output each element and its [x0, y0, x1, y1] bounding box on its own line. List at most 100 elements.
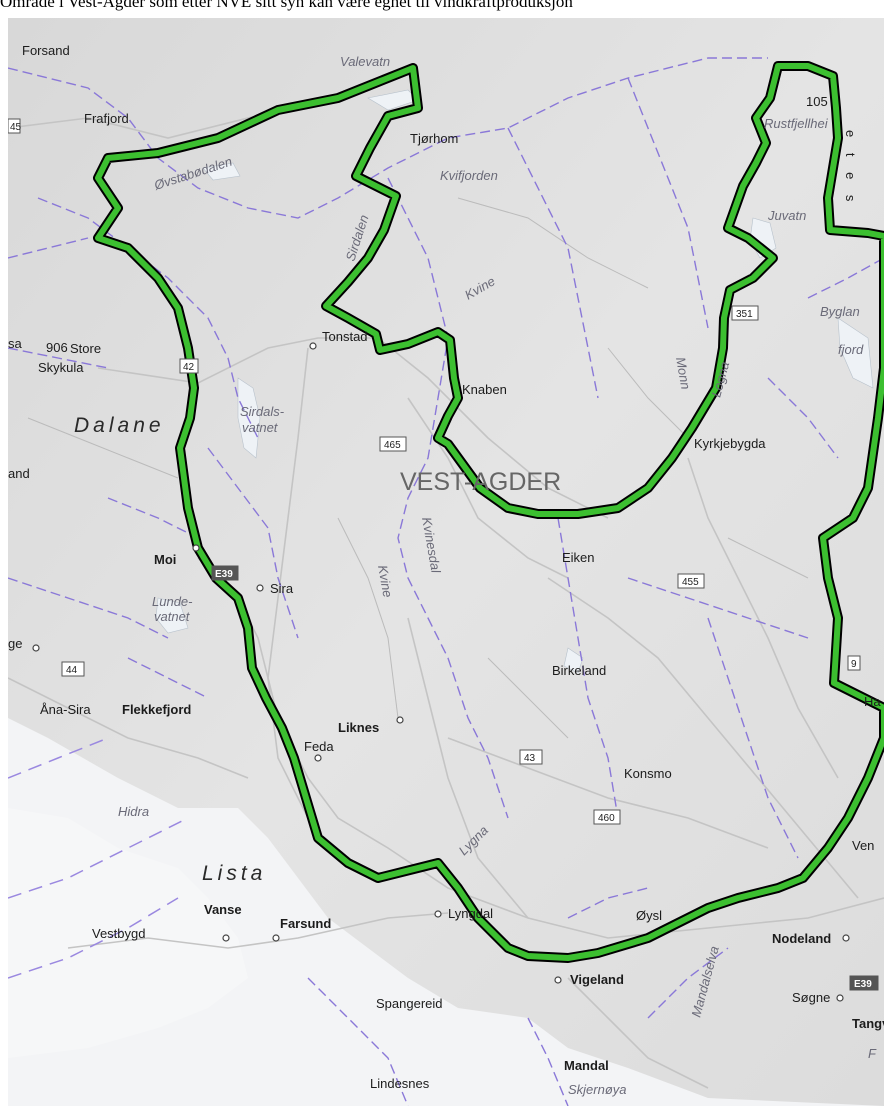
label-juvatn[interactable]: Juvatn [767, 208, 806, 223]
label-vigeland[interactable]: Vigeland [570, 972, 624, 987]
label-skykula[interactable]: Skykula [38, 360, 84, 375]
minor-roads [27, 197, 809, 739]
label-vest-agder[interactable]: VEST-AGDER [400, 468, 561, 496]
road-shield-455 [677, 573, 705, 589]
label-kyrkjebygda[interactable]: Kyrkjebygda [694, 436, 766, 451]
road-shield-e39-west [211, 565, 239, 581]
town-marker-sira[interactable] [256, 584, 264, 592]
road-shield-e39-east [849, 975, 879, 991]
label-and[interactable]: and [8, 466, 30, 481]
label-sirdalsvatnet-2[interactable]: vatnet [242, 420, 279, 435]
town-marker-egersund[interactable] [32, 644, 40, 652]
road-shield-44-label: 44 [66, 665, 78, 676]
town-marker-vigeland[interactable] [554, 976, 562, 984]
label-nodeland[interactable]: Nodeland [772, 931, 831, 946]
road-shield-42-label: 42 [183, 362, 195, 373]
label-tjorhom[interactable]: Tjørhom [410, 131, 458, 146]
town-marker-feda[interactable] [314, 754, 322, 762]
label-rustfjellhei[interactable]: Rustfjellhei [764, 116, 829, 131]
road-shield-42 [179, 358, 199, 374]
label-feda[interactable]: Feda [304, 739, 334, 754]
label-spangereid[interactable]: Spangereid [376, 996, 443, 1011]
road-shield-44 [61, 661, 85, 677]
road-shields: 45 42 465 455 44 43 460 351 9 E39 E39 [8, 118, 879, 991]
label-setesdal[interactable]: e t e s [843, 130, 858, 207]
label-mandal[interactable]: Mandal [564, 1058, 609, 1073]
town-markers [32, 342, 850, 1002]
label-birkeland[interactable]: Birkeland [552, 663, 606, 678]
label-lundevatnet-2[interactable]: vatnet [154, 609, 191, 624]
label-dalane[interactable]: Dalane [74, 414, 165, 437]
map-canvas[interactable]: 45 42 465 455 44 43 460 351 9 E39 E39 Fo… [8, 18, 884, 1106]
sea-area-west [8, 808, 248, 1058]
label-lundevatnet-1[interactable]: Lunde- [152, 594, 193, 609]
label-vestbygd[interactable]: Vestbygd [92, 926, 146, 941]
label-kvine-south[interactable]: Kvine [375, 564, 395, 599]
road-shield-351-label: 351 [736, 309, 753, 320]
label-kvifjorden[interactable]: Kvifjorden [440, 168, 498, 183]
road-shield-e39-west-label: E39 [215, 569, 233, 580]
road-shield-460-label: 460 [598, 813, 615, 824]
label-hidra[interactable]: Hidra [118, 804, 149, 819]
town-marker-liknes[interactable] [396, 716, 404, 724]
label-knaben[interactable]: Knaben [462, 382, 507, 397]
town-marker-sogne[interactable] [836, 994, 844, 1002]
town-marker-tonstad[interactable] [309, 342, 317, 350]
label-monn[interactable]: Monn [673, 356, 693, 391]
road-shield-43 [519, 749, 543, 765]
label-lyngdal[interactable]: Lyngdal [448, 906, 493, 921]
road-shield-45-label: 45 [10, 122, 22, 133]
town-marker-farsund[interactable] [272, 934, 280, 942]
label-lista[interactable]: Lista [202, 862, 266, 885]
label-vanse[interactable]: Vanse [204, 902, 242, 917]
label-oyslebo[interactable]: Øysl [636, 908, 662, 923]
label-flekkefjord[interactable]: Flekkefjord [122, 702, 191, 717]
label-lindesnes[interactable]: Lindesnes [370, 1076, 430, 1091]
label-valevatn[interactable]: Valevatn [340, 54, 390, 69]
town-marker-nodeland[interactable] [842, 934, 850, 942]
label-ha[interactable]: Ha [864, 694, 881, 709]
sea-boundaries [8, 737, 189, 979]
label-skjernoya[interactable]: Skjernøya [568, 1082, 627, 1097]
label-store[interactable]: Store [70, 341, 101, 356]
map-caption: Område i Vest-Agder som etter NVE sitt s… [0, 0, 573, 11]
label-moi[interactable]: Moi [154, 552, 176, 567]
road-shield-9 [847, 655, 861, 671]
admin-boundaries [8, 57, 884, 1106]
town-marker-vanse[interactable] [222, 934, 230, 942]
label-byglandsfjord-2[interactable]: fjord [838, 342, 864, 357]
road-shield-9-label: 9 [851, 659, 857, 670]
label-sa[interactable]: sa [8, 336, 23, 351]
label-peak-105[interactable]: 105 [806, 94, 828, 109]
label-frafjord[interactable]: Frafjord [84, 111, 129, 126]
road-shield-e39-east-label: E39 [854, 979, 872, 990]
road-shield-455-label: 455 [682, 577, 699, 588]
sea-area [8, 718, 884, 1106]
label-byglandsfjord-1[interactable]: Byglan [820, 304, 860, 319]
label-sogne[interactable]: Søgne [792, 990, 830, 1005]
label-sira[interactable]: Sira [270, 581, 294, 596]
label-farsund[interactable]: Farsund [280, 916, 331, 931]
label-eiken[interactable]: Eiken [562, 550, 595, 565]
label-ven[interactable]: Ven [852, 838, 874, 853]
label-peak-906[interactable]: 906 [46, 340, 68, 355]
place-labels: Forsand Valevatn Frafjord Tjørhom Øvstab… [8, 43, 884, 1097]
label-ana-sira[interactable]: Åna-Sira [40, 702, 91, 717]
label-sirdalsvatnet-1[interactable]: Sirdals- [240, 404, 285, 419]
road-shield-43-label: 43 [524, 753, 536, 764]
road-shield-45 [8, 118, 21, 134]
wind-area-boundary [95, 63, 884, 961]
label-liknes[interactable]: Liknes [338, 720, 379, 735]
label-forsand[interactable]: Forsand [22, 43, 70, 58]
label-f[interactable]: F [868, 1046, 877, 1061]
map-svg[interactable]: 45 42 465 455 44 43 460 351 9 E39 E39 Fo… [8, 18, 884, 1106]
town-marker-moi[interactable] [192, 544, 200, 552]
road-shield-351 [731, 305, 759, 321]
town-marker-lyngdal[interactable] [434, 910, 442, 918]
road-shield-465 [379, 436, 407, 452]
road-shield-460 [593, 809, 621, 825]
label-konsmo[interactable]: Konsmo [624, 766, 672, 781]
label-ge[interactable]: ge [8, 636, 22, 651]
label-tangvall[interactable]: Tangv [852, 1016, 884, 1031]
label-tonstad[interactable]: Tonstad [322, 329, 368, 344]
